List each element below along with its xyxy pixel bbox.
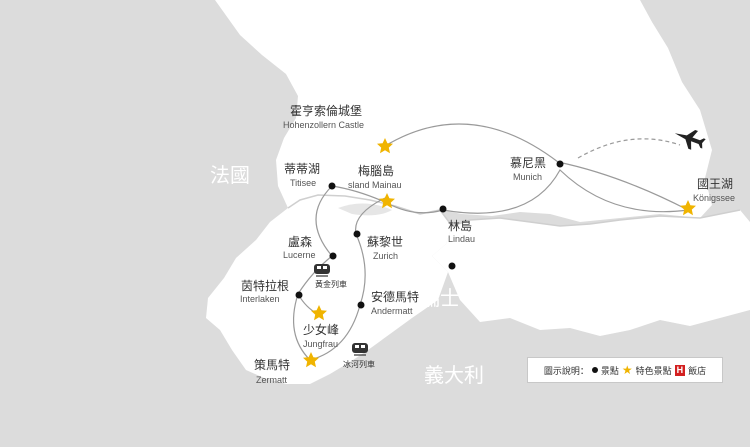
attraction-dot-lindau [439,205,447,213]
train-label-glacier-express: 冰河列車 [343,359,375,369]
attraction-dot-zurich [353,230,361,238]
place-name-en-andermatt: Andermatt [371,306,413,316]
place-name-en-zermatt: Zermatt [256,375,288,385]
place-name-en-lucerne: Lucerne [283,250,316,260]
airplane-icon [674,129,706,150]
country-label-germany: 德國 [489,41,529,65]
place-name-en-munich: Munich [513,172,542,182]
attraction-dot-extra [448,262,456,270]
place-name-en-hohenzollern: Hohenzollern Castle [283,120,364,130]
place-name-interlaken: 茵特拉根 [241,278,289,293]
train-label-golden-pass: 黃金列車 [315,279,347,289]
place-name-hohenzollern: 霍亨索倫城堡 [290,103,362,118]
place-name-munich: 慕尼黑 [510,156,546,170]
country-label-france: 法國 [210,163,250,187]
legend-star-icon: ★ [621,363,633,377]
route-titisee-lucerne [315,185,333,257]
place-name-mainau: 梅腦島 [358,163,394,178]
place-name-lucerne: 盧森 [288,234,312,249]
route-mainau-munich [384,123,559,163]
attraction-dot-lucerne [329,252,337,260]
place-name-jungfrau: 少女峰 [303,322,339,337]
attraction-dot-munich [556,160,564,168]
star-icon-konigssee [680,200,696,216]
place-name-en-konigssee: Königssee [693,193,735,203]
star-icon-mainau [379,193,395,209]
place-name-konigssee: 國王湖 [697,176,733,191]
country-label-italy: 義大利 [424,363,484,387]
star-icon-zermatt [303,352,319,368]
route-interlaken-zermatt [292,293,311,361]
star-icon-hohenzollern [377,138,393,154]
route-zurich-mainau [354,197,386,235]
country-borders [287,194,741,227]
route-lindau-mainau [386,202,444,214]
place-name-en-jungfrau: Jungfrau [303,339,338,349]
place-name-lindau: 林島 [448,218,472,233]
country-label-switzerland: 瑞士 [420,286,460,310]
austria-region [432,210,750,336]
place-name-andermatt: 安德馬特 [371,289,419,304]
lake-constance [338,203,392,216]
germany-region [215,0,712,222]
country-label-austria: 奧地利 [607,231,667,255]
switzerland-region [206,195,452,384]
route-andermatt-zurich [355,233,366,306]
attraction-dot-titisee [328,182,336,190]
legend-dot-icon [591,367,598,373]
legend-title: 圖示說明： [543,366,589,377]
legend-hotel-label: 飯店 [688,366,707,377]
place-name-zermatt: 策馬特 [254,357,290,372]
legend-attraction-label: 景點 [600,366,619,377]
train-icon-glacier-express [352,343,368,356]
map-legend: 圖示說明： 景點 ★ 特色景點 H 飯店 [527,357,723,383]
place-name-en-titisee: Titisee [290,178,316,188]
route-munich-konigssee [557,161,689,211]
attraction-dot-andermatt [357,301,365,309]
star-icon-jungfrau [311,305,327,321]
place-name-en-lindau: Lindau [448,234,475,244]
legend-hotel-icon: H [674,364,686,376]
legend-featured-label: 特色景點 [635,366,672,377]
attraction-dot-interlaken [295,291,303,299]
place-name-titisee: 蒂蒂湖 [284,161,320,176]
place-name-en-mainau: sland Mainau [348,180,402,190]
train-icon-golden-pass [314,264,330,277]
place-name-en-zurich: Zurich [373,251,398,261]
place-name-zurich: 蘇黎世 [367,235,403,249]
route-lucerne-interlaken [297,255,333,295]
route-konigssee-lindau [442,169,689,214]
place-name-en-interlaken: Interlaken [240,294,280,304]
